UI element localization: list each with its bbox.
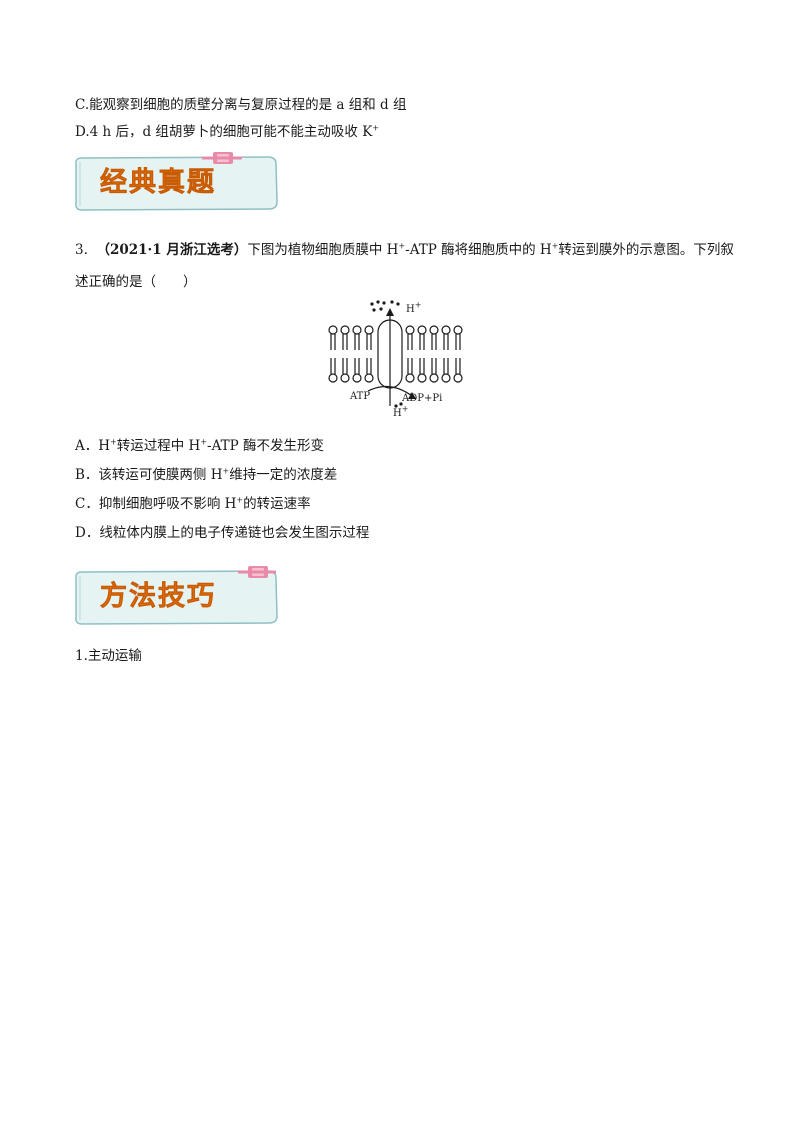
upper-lipid-heads	[328, 325, 463, 335]
option-a-part2: 转运过程中 H	[116, 438, 201, 454]
option-c-sup: +	[236, 495, 244, 505]
option-d-prev: D.4 h 后，d 组胡萝卜的细胞可能不能主动吸收 K+	[75, 123, 379, 141]
option-b-sup: +	[222, 466, 230, 476]
membrane-figure	[328, 300, 463, 408]
proton-dots-top	[370, 300, 400, 312]
option-c: C．抑制细胞呼吸不影响 H+的转运速率	[75, 495, 311, 513]
method-item-1: 1.主动运输	[75, 648, 142, 664]
option-a-part1: A．H	[75, 438, 111, 454]
question-source: （2021·1 月浙江选考）	[96, 242, 248, 258]
option-d: D．线粒体内膜上的电子传递链也会发生图示过程	[75, 525, 370, 541]
banner-frame-2	[75, 566, 278, 625]
h-plus-top-label: H+	[406, 300, 422, 315]
option-a-part3: -ATP 酶不发生形变	[207, 438, 324, 454]
k-superscript: +	[372, 123, 380, 133]
option-b: B．该转运可使膜两侧 H+维持一定的浓度差	[75, 466, 337, 484]
stem-part-b: -ATP 酶将细胞质中的 H	[405, 242, 552, 258]
h-top-text: H	[406, 304, 415, 315]
section-title-method: 方法技巧	[100, 581, 216, 613]
option-c-prev: C.能观察到细胞的质壁分离与复原过程的是 a 组和 d 组	[75, 97, 407, 113]
option-d-prev-text: D.4 h 后，d 组胡萝卜的细胞可能不能主动吸收 K	[75, 124, 373, 140]
option-b-part1: B．该转运可使膜两侧 H	[75, 467, 223, 483]
h-bottom-text: H	[393, 408, 402, 419]
option-a: A．H+转运过程中 H+-ATP 酶不发生形变	[75, 437, 324, 455]
h-plus-bottom-label: H+	[393, 404, 409, 419]
option-a-sup1: +	[110, 437, 117, 447]
banner-frame	[75, 152, 278, 211]
section-banner-method: 方法技巧	[72, 566, 284, 625]
adp-pi-label: ADP+Pi	[402, 393, 443, 404]
atp-label: ATP	[350, 391, 371, 402]
h-top-sup: +	[414, 300, 422, 310]
proton-dots-bottom	[394, 402, 403, 408]
question-number: 3.	[75, 242, 88, 258]
h-bottom-sup: +	[401, 404, 409, 414]
h-sup-2: +	[551, 241, 559, 251]
h-sup-1: +	[398, 241, 406, 251]
lipid-tails	[330, 334, 461, 374]
section-banner-classic: 经典真题	[72, 152, 284, 211]
stem-part-c: 转运到膜外的示意图。下列叙	[558, 242, 734, 258]
option-c-part2: 的转运速率	[243, 496, 311, 512]
option-c-part1: C．抑制细胞呼吸不影响 H	[75, 496, 237, 512]
question-stem: 3. （2021·1 月浙江选考）下图为植物细胞质膜中 H+-ATP 酶将细胞质…	[75, 241, 734, 259]
lower-lipid-heads	[328, 373, 463, 383]
question-stem-line2: 述正确的是（ ）	[75, 274, 197, 290]
stem-part-a: 下图为植物细胞质膜中 H	[247, 242, 399, 258]
option-b-part2: 维持一定的浓度差	[229, 467, 338, 483]
section-title-classic: 经典真题	[100, 167, 216, 199]
membrane-diagram: H+ ATP ADP+Pi H+	[326, 296, 466, 426]
atp-reaction-arrow	[367, 385, 413, 397]
option-a-sup2: +	[200, 437, 208, 447]
